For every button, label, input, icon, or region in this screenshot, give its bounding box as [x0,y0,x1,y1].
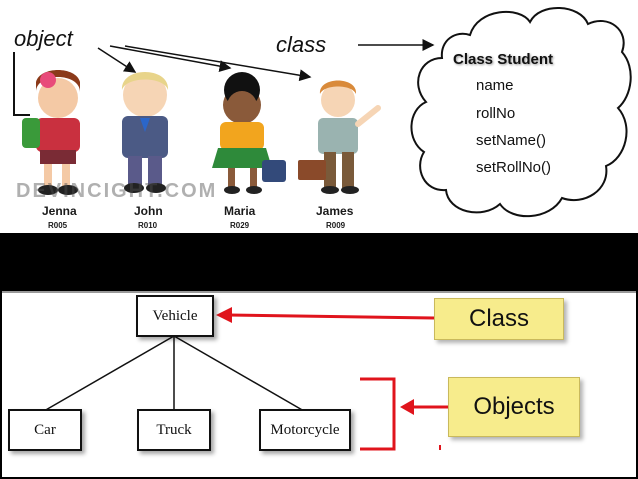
object-arrow-john [97,47,137,73]
vehicle-connectors [43,307,448,451]
top-panel: object class DEVINCIGHT.COM Jenna R005 J… [0,0,638,233]
vehicle-diagram-panel: Vehicle Car Truck Motorcycle Class Objec… [2,291,636,477]
cloud-member-rollno: rollNo [476,105,516,122]
student-figure-maria [212,72,286,194]
student-roll-jenna: R005 [48,221,68,230]
panel-separator [0,233,638,263]
object-arrow-james [124,45,312,82]
tree-line-motorcycle [173,335,305,412]
class-red-arrow-line [227,313,435,320]
bottom-panel: Vehicle Car Truck Motorcycle Class Objec… [0,263,638,479]
object-label: object [14,26,73,51]
cloud-member-name: name [476,77,514,94]
student-figure-james [298,80,381,194]
top-connectors [13,7,632,218]
student-roll-john: R010 [138,221,158,230]
student-name-jenna: Jenna [42,204,77,218]
student-figure-jenna [22,70,80,195]
cloud-member-setrollno: setRollNo() [476,159,552,176]
student-name-john: John [134,204,163,218]
object-bracket-line [13,52,30,116]
class-box-vehicle: Vehicle [136,295,214,337]
class-callout: Class [434,298,564,340]
object-arrow-maria [109,45,232,73]
class-red-arrowhead [216,307,232,323]
student-name-maria: Maria [224,204,256,218]
cloud-class-title: Class Student [453,51,554,68]
object-box-car: Car [8,409,82,451]
objects-red-arrowhead [400,399,414,415]
class-cloud-shape [410,7,632,218]
watermark-text: DEVINCIGHT.COM [16,180,218,202]
student-roll-james: R009 [326,221,346,230]
student-roll-maria: R029 [230,221,250,230]
objects-callout: Objects [448,377,580,437]
student-name-james: James [316,204,354,218]
class-label: class [276,32,327,57]
tree-line-car [43,335,175,412]
object-box-truck: Truck [137,409,211,451]
object-box-motorcycle: Motorcycle [259,409,351,451]
small-red-mark [439,445,441,450]
objects-red-bracket [360,377,396,451]
cloud-member-setname: setName() [476,132,547,149]
student-figure-john [121,72,169,193]
